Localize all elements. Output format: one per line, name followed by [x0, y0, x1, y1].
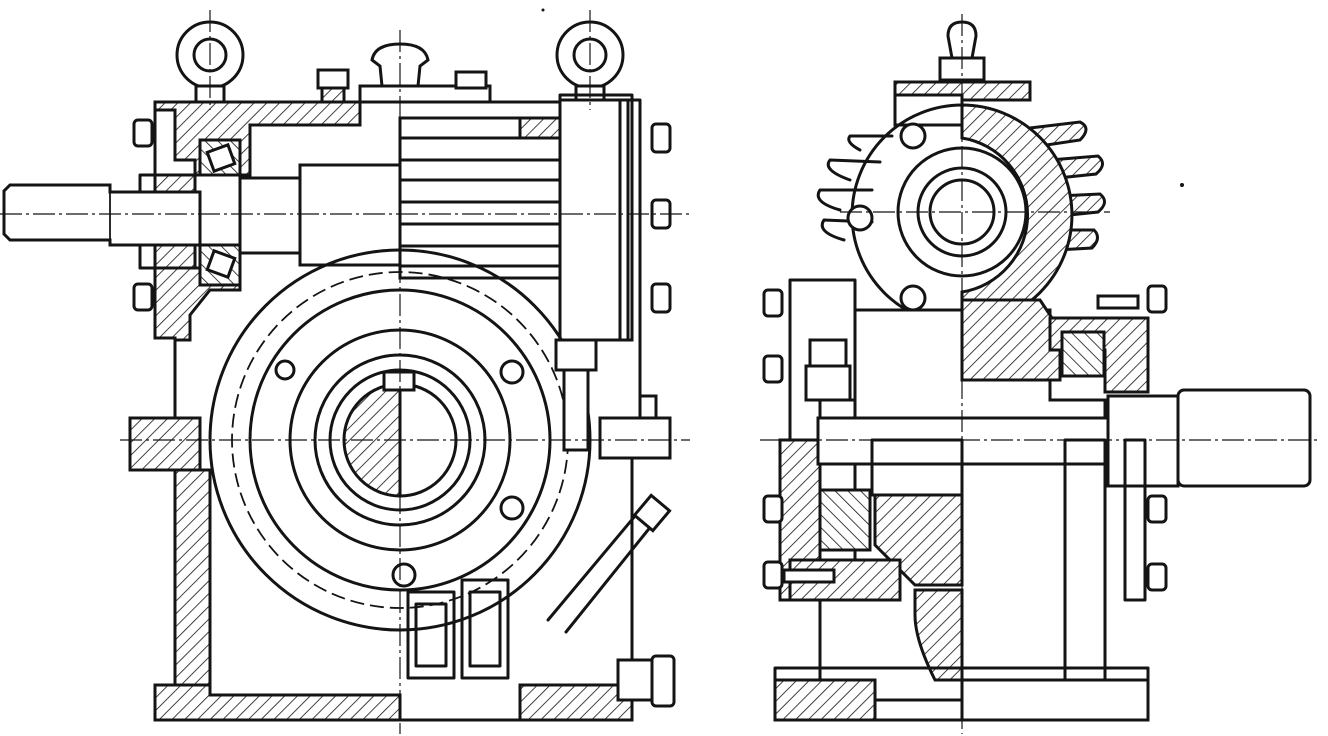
output-stud	[554, 338, 672, 460]
side-bearing-right	[1060, 330, 1106, 378]
side-inner-block	[870, 438, 964, 497]
side-nut	[804, 338, 852, 402]
side-bearing-left	[818, 488, 872, 552]
side-base-top	[960, 678, 1150, 722]
side-inner-rib	[913, 588, 964, 682]
side-set-screw	[782, 294, 1140, 584]
bearing-roller-upper	[205, 142, 237, 174]
bearing-cap-upper	[153, 173, 197, 194]
speck	[541, 8, 545, 12]
bearing-roller-lower	[205, 248, 237, 280]
speck	[1180, 183, 1184, 187]
housing-wall-left	[173, 468, 212, 692]
flange-bolts-right	[650, 122, 672, 314]
top-bolt-mid	[454, 70, 488, 90]
cooling-fins-left	[816, 134, 894, 242]
housing-base	[153, 683, 402, 722]
side-bolts-right	[1146, 284, 1168, 592]
oil-level-pipe	[546, 493, 672, 634]
worm-end-cover	[846, 103, 1074, 327]
input-shaft	[2, 163, 402, 267]
base-ribs	[406, 578, 510, 680]
front-section-view	[0, 10, 690, 734]
side-cover-right	[558, 98, 634, 342]
side-bolts-left	[762, 288, 784, 590]
side-base-left	[773, 678, 877, 722]
side-wheel-hub-section	[960, 298, 1062, 382]
side-flange-left	[128, 416, 202, 472]
foot-bolt	[616, 654, 676, 708]
side-section-view	[760, 14, 1320, 734]
flange-bolts-left	[132, 118, 154, 312]
bearing-cap-lower	[153, 241, 197, 270]
worm-section	[398, 116, 562, 280]
housing-base-right	[518, 683, 634, 722]
